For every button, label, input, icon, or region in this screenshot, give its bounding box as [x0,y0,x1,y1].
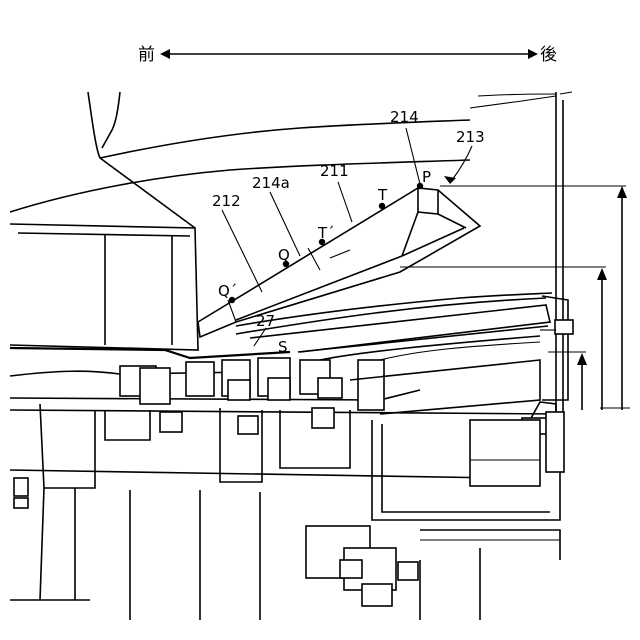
label-213: 213 [456,128,485,146]
label-211: 211 [320,162,349,180]
lower-mechanism [10,348,564,520]
arrow-right-icon [528,49,538,59]
label-27: 27 [256,312,275,330]
arrow-left-icon [160,49,170,59]
left-block [10,224,198,350]
front-label: 前 [138,45,155,65]
label-Q-prime: Q´ [218,282,237,300]
direction-indicator: 前 後 [138,45,557,65]
inclined-wall [198,188,480,337]
arrow-up-icon [617,186,627,198]
upper-frame [10,92,572,412]
label-P: P [422,168,431,186]
arrow-up-icon [577,353,587,365]
label-Q: Q [278,246,290,264]
arrow-up-icon [597,268,607,280]
rear-label: 後 [540,45,557,65]
label-S: S [278,338,288,356]
label-212: 212 [212,192,241,210]
bottom-structure [10,478,560,620]
label-T-prime: T´ [317,224,335,242]
label-214a: 214a [252,174,290,192]
label-214: 214 [390,108,419,126]
height-arrows [577,186,627,410]
label-T: T [377,186,388,204]
